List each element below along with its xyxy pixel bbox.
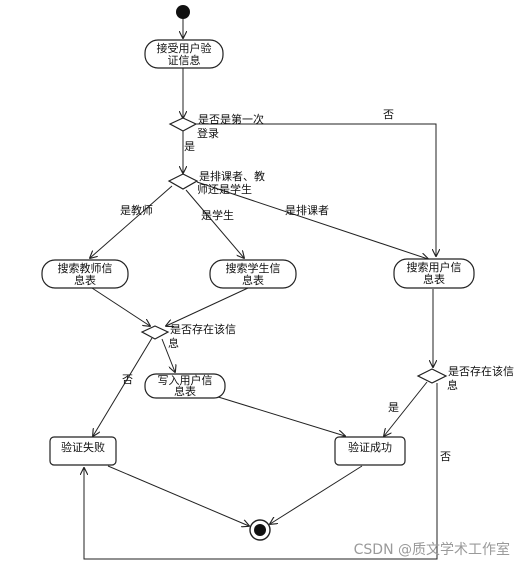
edge-existsleft-fail (93, 337, 153, 436)
label-first-yes: 是 (184, 140, 195, 153)
svg-text:是否存在该信: 是否存在该信 (170, 322, 236, 336)
svg-text:息表: 息表 (423, 272, 445, 286)
end-node (249, 519, 271, 541)
svg-text:是否是第一次: 是否是第一次 (198, 112, 264, 126)
edge-success-end (270, 465, 363, 524)
watermark: CSDN @质文学术工作室 (353, 542, 510, 558)
edge-role-student (185, 189, 244, 258)
edge-role-scheduler (196, 181, 428, 259)
svg-text:师还是学生: 师还是学生 (197, 182, 252, 196)
svg-text:息表: 息表 (174, 384, 196, 398)
svg-text:登录: 登录 (197, 126, 219, 140)
start-node (176, 5, 190, 19)
edge-first-no (196, 123, 436, 256)
edge-teacher-existsleft (91, 287, 150, 326)
label-right-yes: 是 (388, 401, 399, 414)
svg-text:搜索学生信: 搜索学生信 (226, 261, 281, 275)
svg-text:是排课者、教: 是排课者、教 (199, 169, 265, 183)
edge-existsleft-write (161, 338, 175, 372)
svg-text:验证失败: 验证失败 (61, 440, 105, 454)
svg-text:接受用户验: 接受用户验 (157, 41, 212, 55)
node-verify-fail: 验证失败 (49, 436, 117, 466)
label-first-no: 否 (383, 108, 394, 121)
label-is-teacher: 是教师 (120, 204, 153, 217)
svg-text:验证成功: 验证成功 (348, 440, 392, 454)
label-left-no: 否 (122, 373, 133, 386)
node-search-teacher: 搜索教师信 息表 (41, 259, 129, 289)
svg-text:搜索教师信: 搜索教师信 (58, 261, 113, 275)
svg-text:息: 息 (168, 336, 179, 350)
edge-existsright-no (84, 383, 438, 560)
svg-text:息表: 息表 (74, 273, 96, 287)
node-verify-success: 验证成功 (334, 436, 406, 466)
edge-existsright-success (384, 381, 428, 436)
svg-text:搜索用户信: 搜索用户信 (407, 260, 462, 274)
decision-first-login: 是否是第一次 登录 (168, 112, 264, 140)
node-search-user: 搜索用户信 息表 (393, 258, 475, 289)
svg-text:证信息: 证信息 (168, 53, 201, 67)
svg-text:息: 息 (447, 378, 458, 392)
edge-role-teacher (90, 185, 173, 258)
label-right-no: 否 (440, 450, 451, 463)
edge-student-existsleft (166, 287, 249, 326)
decision-role: 是排课者、教 师还是学生 (167, 169, 265, 196)
svg-text:息表: 息表 (242, 273, 264, 287)
edge-fail-end (107, 465, 249, 526)
node-receive-user-info: 接受用户验 证信息 (144, 39, 224, 69)
label-is-scheduler: 是排课者 (285, 203, 329, 217)
label-is-student: 是学生 (201, 208, 234, 222)
decision-exists-left: 是否存在该信 息 (140, 322, 236, 350)
svg-text:是否存在该信: 是否存在该信 (448, 364, 514, 378)
edge-write-success (214, 395, 345, 436)
decision-exists-right: 是否存在该信 息 (416, 364, 514, 392)
svg-text:写入用户信: 写入用户信 (158, 373, 213, 387)
node-write-user: 写入用户信 息表 (144, 373, 226, 399)
node-search-student: 搜索学生信 息表 (209, 259, 297, 289)
